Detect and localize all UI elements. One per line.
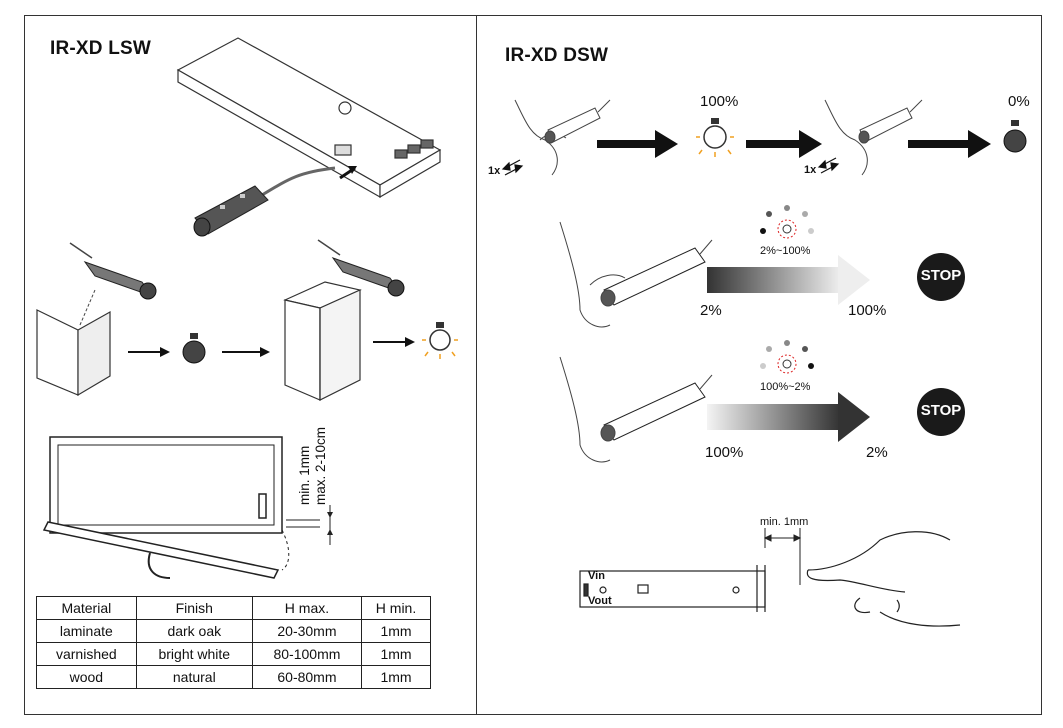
gesture-count-2: 1x <box>804 164 817 176</box>
pointing-hand-icon <box>806 531 961 627</box>
stop-sign-up-icon <box>917 253 965 301</box>
panel-divider <box>476 15 477 715</box>
dim-down-gradient-bar <box>707 404 840 430</box>
dim-up-end: 100% <box>848 302 887 319</box>
dial-up-icon <box>760 205 814 239</box>
arrow-right-icon <box>597 130 678 158</box>
table-cell: natural <box>135 665 253 689</box>
dsw-title: IR-XD DSW <box>505 45 609 66</box>
stop-sign-down-icon <box>917 388 965 436</box>
swipe-arrows-2-icon <box>817 157 840 174</box>
arrow-right-icon <box>746 130 822 158</box>
distance-marker-icon <box>763 528 802 585</box>
hand-swipe-2-icon <box>824 99 923 176</box>
profile-rail-icon <box>579 565 766 612</box>
controller-box-icon <box>176 37 442 199</box>
bulb-off-icon <box>1003 120 1027 153</box>
lsw-title: IR-XD LSW <box>50 38 152 59</box>
table-cell: 1mm <box>361 665 431 689</box>
table-header: H max. <box>251 596 363 620</box>
stop-label-down: STOP <box>920 402 962 419</box>
document-frame <box>24 15 1042 715</box>
vin-label: Vin <box>588 570 605 582</box>
dim-down-range: 100%~2% <box>760 381 811 393</box>
sensor-left-icon <box>69 242 157 300</box>
table-cell: 1mm <box>361 619 431 643</box>
dim-down-end: 2% <box>866 444 888 461</box>
dim-down-arrowhead <box>838 392 870 442</box>
dim-up-gradient-bar <box>707 267 840 293</box>
table-row: varnished bright white 80-100mm 1mm <box>36 642 431 666</box>
table-cell: dark oak <box>135 619 253 643</box>
table-cell: 1mm <box>361 642 431 666</box>
table-header-row: Material Finish H max. H min. <box>36 596 431 620</box>
table-cell: bright white <box>135 642 253 666</box>
table-cell: wood <box>36 665 137 689</box>
dim-up-arrowhead <box>838 255 870 305</box>
profile-distance-label: min. 1mm <box>760 516 809 528</box>
sensor-top-icon <box>193 185 269 237</box>
drawer-side-icon <box>42 436 333 579</box>
vout-label: Vout <box>588 595 612 607</box>
material-table: Material Finish H max. H min. laminate d… <box>36 596 431 689</box>
hand-swipe-1-icon <box>514 99 611 176</box>
sensor-right-icon <box>317 239 405 297</box>
dim-down-start: 100% <box>705 444 744 461</box>
dim-up-start: 2% <box>700 302 722 319</box>
stop-label-up: STOP <box>920 267 962 284</box>
table-header: H min. <box>361 596 431 620</box>
table-cell: 60-80mm <box>251 665 363 689</box>
door-open-icon <box>36 309 111 397</box>
dial-down-icon <box>760 340 814 374</box>
table-row: wood natural 60-80mm 1mm <box>36 665 431 689</box>
cabinet-closed-icon <box>283 281 362 401</box>
bulb-on-icon <box>696 118 734 157</box>
hand-hold-2-icon <box>559 356 713 463</box>
bulb-off-icon <box>182 333 206 364</box>
swipe-arrows-1-icon <box>501 159 524 176</box>
hand-hold-1-icon <box>559 221 713 328</box>
level-off-label: 0% <box>1008 93 1030 110</box>
gesture-count-1: 1x <box>488 165 501 177</box>
table-cell: varnished <box>36 642 137 666</box>
bulb-on-left-icon <box>422 322 458 359</box>
level-on-label: 100% <box>700 93 739 110</box>
table-cell: laminate <box>36 619 137 643</box>
arrow-right-icon <box>908 130 991 158</box>
table-header: Finish <box>135 596 253 620</box>
dim-up-range: 2%~100% <box>760 245 811 257</box>
